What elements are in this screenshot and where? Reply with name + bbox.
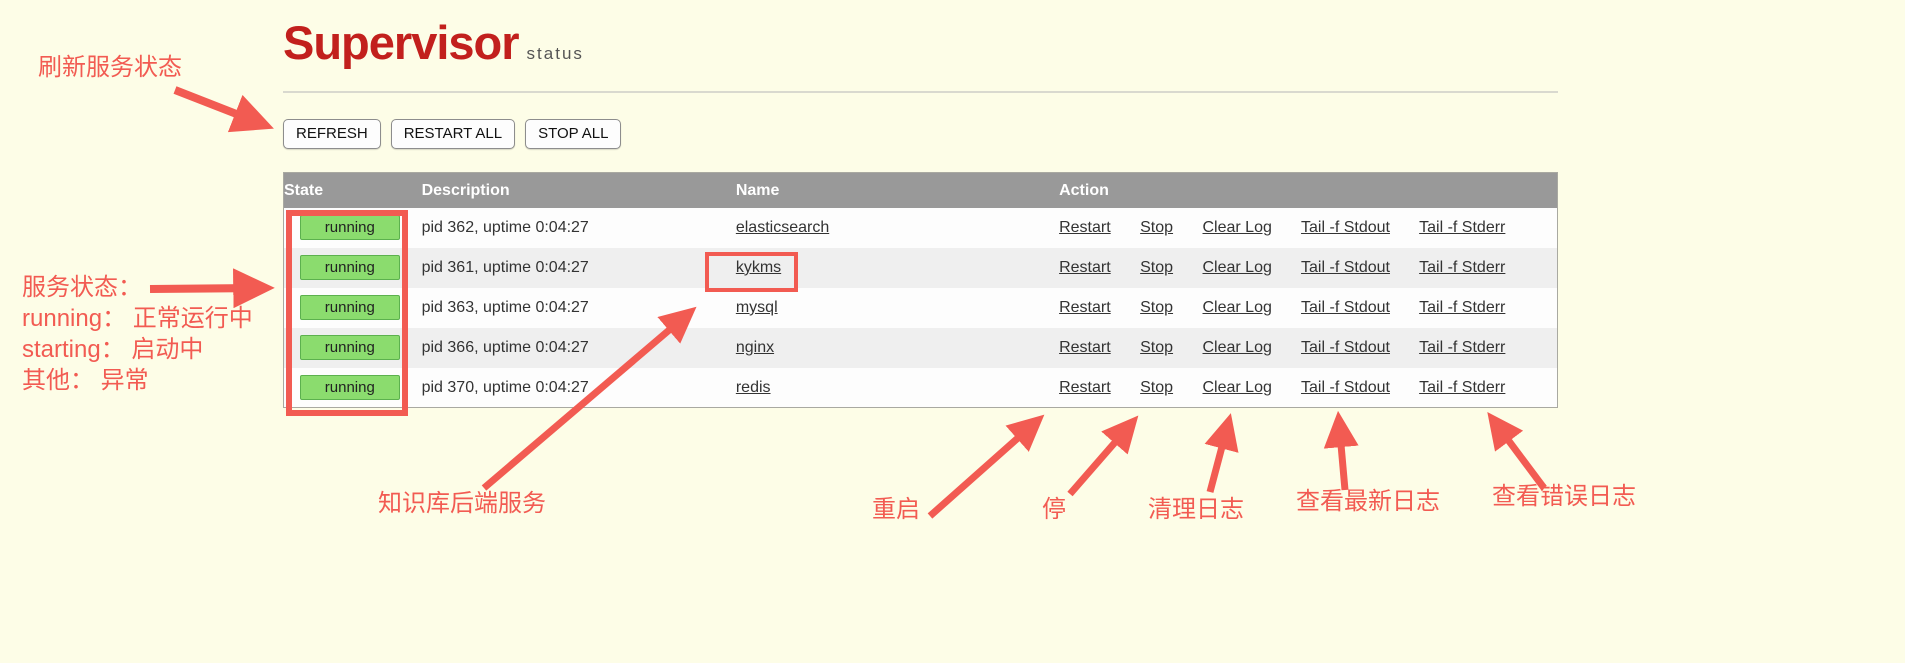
row-description: pid 366, uptime 0:04:27 <box>415 327 736 368</box>
app-logo: Supervisor status <box>283 0 1558 69</box>
header-name: Name <box>735 172 1060 208</box>
status-legend-annotation: 服务状态： running： 正常运行中 starting： 启动中 其他： 异… <box>22 272 253 396</box>
row-description: pid 361, uptime 0:04:27 <box>415 247 736 288</box>
process-name-link[interactable]: mysql <box>735 298 778 316</box>
status-badge: running <box>299 335 400 361</box>
stop-link[interactable]: Stop <box>1140 218 1174 236</box>
status-badge: running <box>299 295 400 321</box>
state-column-highlight-box <box>286 210 408 416</box>
stdout-annotation: 查看最新日志 <box>1296 488 1440 515</box>
refresh-arrow <box>173 86 274 133</box>
refresh-button[interactable]: REFRESH <box>283 119 381 150</box>
tail-stderr-link[interactable]: Tail -f Stderr <box>1419 218 1506 236</box>
restart-link[interactable]: Restart <box>1059 378 1111 396</box>
clear-log-link[interactable]: Clear Log <box>1202 338 1272 356</box>
table-row: running pid 361, uptime 0:04:27 kykms Re… <box>283 247 1558 288</box>
status-badge: running <box>299 215 400 241</box>
status-subtitle: status <box>526 44 584 63</box>
clear-log-link[interactable]: Clear Log <box>1202 258 1272 276</box>
legend-line-other: 其他： 异常 <box>22 367 149 394</box>
legend-line-starting: starting： 启动中 <box>22 336 204 363</box>
restart-arrow <box>927 414 1045 519</box>
restart-annotation: 重启 <box>872 496 920 523</box>
clear-log-annotation: 清理日志 <box>1148 496 1244 523</box>
restart-link[interactable]: Restart <box>1059 218 1111 236</box>
kykms-annotation: 知识库后端服务 <box>378 490 546 517</box>
stop-link[interactable]: Stop <box>1140 338 1174 356</box>
row-actions: Restart Stop Clear Log Tail -f Stdout Ta… <box>1059 247 1558 288</box>
table-row: running pid 366, uptime 0:04:27 nginx Re… <box>283 327 1558 368</box>
stop-arrow <box>1067 415 1139 497</box>
toolbar: REFRESH RESTART ALL STOP ALL <box>283 119 1558 150</box>
process-name-link[interactable]: nginx <box>735 338 775 356</box>
legend-line-running: running： 正常运行中 <box>22 305 253 332</box>
row-actions: Restart Stop Clear Log Tail -f Stdout Ta… <box>1059 207 1558 248</box>
restart-link[interactable]: Restart <box>1059 258 1111 276</box>
row-actions: Restart Stop Clear Log Tail -f Stdout Ta… <box>1059 327 1558 368</box>
stop-all-button[interactable]: STOP ALL <box>525 119 622 150</box>
stop-annotation: 停 <box>1042 496 1066 523</box>
row-actions: Restart Stop Clear Log Tail -f Stdout Ta… <box>1059 287 1558 328</box>
stop-link[interactable]: Stop <box>1140 378 1174 396</box>
tail-stderr-link[interactable]: Tail -f Stderr <box>1419 378 1506 396</box>
header-state: State <box>283 172 416 208</box>
row-description: pid 362, uptime 0:04:27 <box>415 207 736 248</box>
process-name-link[interactable]: elasticsearch <box>735 218 830 236</box>
stop-link[interactable]: Stop <box>1140 258 1174 276</box>
tail-stderr-link[interactable]: Tail -f Stderr <box>1419 298 1506 316</box>
header-action: Action <box>1059 172 1558 208</box>
tail-stdout-link[interactable]: Tail -f Stdout <box>1301 298 1390 316</box>
restart-link[interactable]: Restart <box>1059 338 1111 356</box>
status-badge: running <box>299 255 400 281</box>
table-row: running pid 362, uptime 0:04:27 elastics… <box>283 207 1558 248</box>
table-row: running pid 370, uptime 0:04:27 redis Re… <box>283 367 1558 408</box>
supervisor-logo-text: Supervisor <box>283 16 520 69</box>
restart-link[interactable]: Restart <box>1059 298 1111 316</box>
refresh-annotation: 刷新服务状态 <box>38 54 182 81</box>
clear-log-link[interactable]: Clear Log <box>1202 218 1272 236</box>
table-header-row: State Description Name Action <box>283 172 1558 208</box>
stderr-annotation: 查看错误日志 <box>1492 483 1636 510</box>
clear-log-link[interactable]: Clear Log <box>1202 298 1272 316</box>
process-table: State Description Name Action running pi… <box>283 172 1558 409</box>
tail-stdout-link[interactable]: Tail -f Stdout <box>1301 218 1390 236</box>
kykms-highlight-box <box>705 252 798 292</box>
status-badge: running <box>299 375 400 401</box>
clear-log-arrow <box>1204 413 1239 493</box>
row-description: pid 370, uptime 0:04:27 <box>415 367 736 408</box>
row-description: pid 363, uptime 0:04:27 <box>415 287 736 328</box>
clear-log-link[interactable]: Clear Log <box>1202 378 1272 396</box>
header-description: Description <box>415 172 736 208</box>
stop-link[interactable]: Stop <box>1140 298 1174 316</box>
stderr-arrow <box>1487 412 1547 491</box>
stdout-arrow <box>1323 410 1359 491</box>
tail-stdout-link[interactable]: Tail -f Stdout <box>1301 338 1390 356</box>
row-actions: Restart Stop Clear Log Tail -f Stdout Ta… <box>1059 367 1558 408</box>
table-body: running pid 362, uptime 0:04:27 elastics… <box>283 207 1558 408</box>
legend-line-title: 服务状态： <box>22 274 142 301</box>
main-content: Supervisor status REFRESH RESTART ALL ST… <box>283 0 1558 409</box>
tail-stdout-link[interactable]: Tail -f Stdout <box>1301 378 1390 396</box>
header-divider <box>283 91 1558 94</box>
process-name-link[interactable]: redis <box>735 378 771 396</box>
process-name-link[interactable]: kykms <box>735 258 782 276</box>
table-row: running pid 363, uptime 0:04:27 mysql Re… <box>283 287 1558 328</box>
tail-stdout-link[interactable]: Tail -f Stdout <box>1301 258 1390 276</box>
tail-stderr-link[interactable]: Tail -f Stderr <box>1419 338 1506 356</box>
restart-all-button[interactable]: RESTART ALL <box>390 119 516 150</box>
tail-stderr-link[interactable]: Tail -f Stderr <box>1419 258 1506 276</box>
